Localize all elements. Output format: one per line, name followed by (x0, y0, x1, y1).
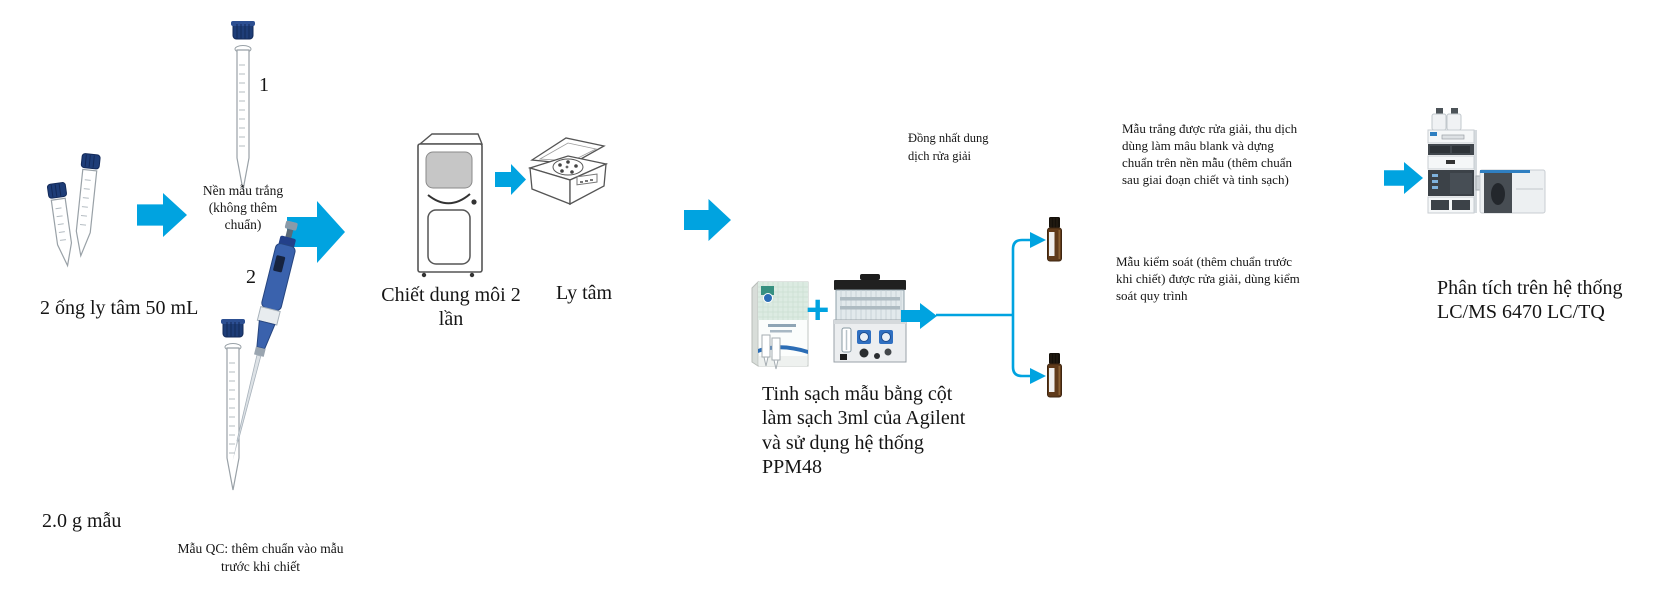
blank-vial-icon (1047, 217, 1062, 262)
tube-1-icon (231, 21, 255, 191)
control-eluate-note: Mẫu kiểm soát (thêm chuẩn trước khi chiế… (1116, 254, 1300, 304)
flow-arrow-1 (137, 193, 187, 237)
lcms-system-icon (1427, 108, 1546, 214)
spe-kit-box-icon (751, 280, 809, 370)
ppm48-instrument-icon (833, 274, 907, 363)
pipette-icon (232, 220, 298, 461)
extraction-device-icon (417, 133, 484, 278)
blank-eluate-note: Mẫu trắng được rửa giải, thu dịch dùng l… (1122, 121, 1298, 188)
tube-1-number: 1 (259, 74, 269, 96)
analysis-step-label: Phân tích trên hệ thống LC/MS 6470 LC/TQ (1437, 277, 1623, 323)
flow-arrow-3 (495, 164, 526, 195)
tube-2-icon (221, 319, 245, 491)
tube-2-number: 2 (246, 266, 256, 288)
centrifuge-tube-pair-icon (46, 153, 101, 268)
extraction-step-label: Chiết dung môi 2 lần (381, 284, 521, 330)
centrifuge-step-label: Ly tâm (556, 282, 613, 304)
flow-arrow-6 (1384, 162, 1423, 194)
split-connector (936, 232, 1046, 384)
plus-sign: + (806, 288, 830, 332)
control-vial-icon (1047, 353, 1062, 398)
blank-matrix-note: Nền mẫu trắng (không thêm chuẩn) (202, 183, 284, 232)
sample-mass-label: 2.0 g mẫu (42, 510, 122, 532)
eluate-homogenize-note: Đồng nhất dung dịch rửa giải (908, 131, 989, 163)
cleanup-step-label: Tinh sạch mẫu bằng cột làm sạch 3ml của … (762, 383, 966, 479)
tubes-count-label: 2 ống ly tâm 50 mL (40, 297, 199, 319)
flow-arrow-5 (901, 303, 937, 329)
flow-arrow-2 (287, 201, 345, 263)
qc-spike-note: Mẫu QC: thêm chuẩn vào mẫu trước khi chi… (177, 541, 344, 574)
flow-arrow-4 (684, 199, 731, 241)
centrifuge-icon (527, 137, 608, 206)
